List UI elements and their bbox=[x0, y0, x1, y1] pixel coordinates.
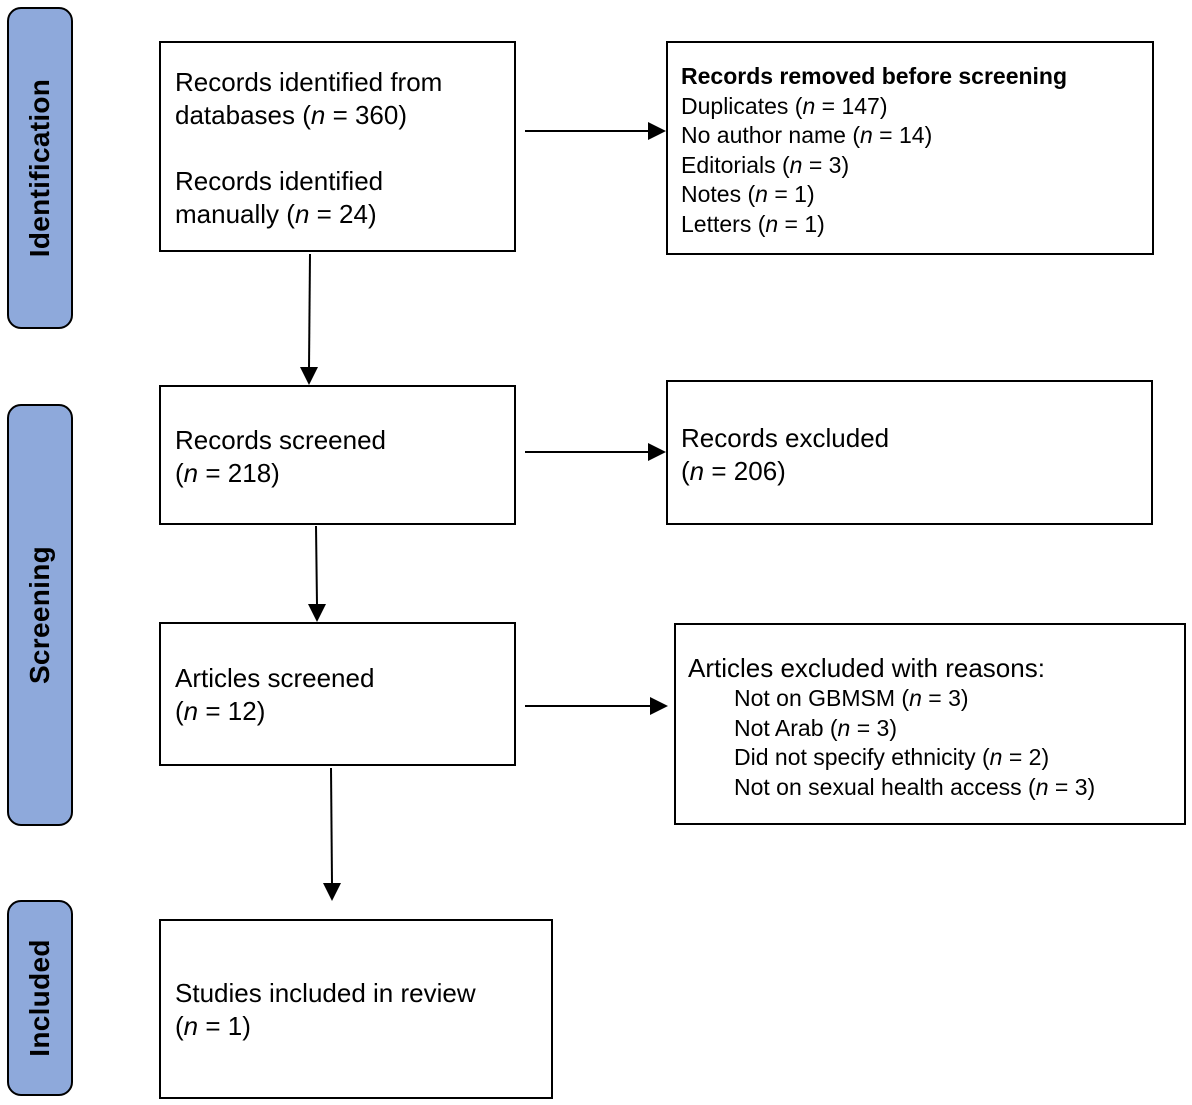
n-symbol: n bbox=[1035, 773, 1049, 800]
n-symbol: n bbox=[310, 100, 326, 130]
identified-box: Records identified from databases (n = 3… bbox=[159, 41, 516, 252]
excluded-text: Records excluded (n = 206) bbox=[681, 422, 889, 488]
screened-count: = 218) bbox=[198, 458, 280, 488]
arrowhead bbox=[650, 697, 668, 715]
articles-excluded-box: Articles excluded with reasons: Not on G… bbox=[674, 623, 1186, 825]
reason-count: = 2) bbox=[1002, 744, 1050, 770]
phase-identification-label: Identification bbox=[24, 78, 55, 258]
reason-item: Did not specify ethnicity ( bbox=[734, 744, 990, 770]
excluded-line-2-pre: ( bbox=[681, 456, 690, 486]
removed-item: Letters ( bbox=[681, 210, 766, 237]
reason-count: = 3) bbox=[1048, 773, 1096, 800]
identified-manual-text: Records identified manually (n = 24) bbox=[175, 165, 383, 231]
removed-title: Records removed before screening bbox=[681, 63, 1068, 89]
n-symbol: n bbox=[909, 685, 922, 711]
phase-screening: Screening bbox=[7, 404, 73, 826]
reason-item: Not on sexual health access ( bbox=[734, 773, 1036, 800]
reason-item: Not on GBMSM ( bbox=[734, 685, 910, 711]
removed-item: No author name ( bbox=[681, 122, 860, 148]
included-line-2-pre: ( bbox=[175, 1011, 184, 1041]
excluded-line-1: Records excluded bbox=[681, 423, 890, 453]
articles-count: = 12) bbox=[198, 696, 266, 726]
arrowhead bbox=[648, 122, 666, 140]
screened-line-2-pre: ( bbox=[175, 458, 184, 488]
articles-screened-text: Articles screened (n = 12) bbox=[175, 662, 374, 728]
identified-line-4-post: = 24) bbox=[309, 199, 377, 229]
n-symbol: n bbox=[802, 92, 816, 119]
arrowhead bbox=[323, 883, 341, 901]
reason-item: Not Arab ( bbox=[734, 714, 838, 741]
included-count: = 1) bbox=[198, 1011, 251, 1041]
phase-included: Included bbox=[7, 900, 73, 1096]
n-symbol: n bbox=[689, 456, 705, 486]
included-line-1: Studies included in review bbox=[175, 978, 476, 1008]
removed-item-count: = 3) bbox=[802, 151, 850, 178]
reason-count: = 3) bbox=[921, 685, 969, 711]
n-symbol: n bbox=[859, 122, 873, 148]
removed-item: Editorials ( bbox=[681, 151, 790, 178]
identified-line-2-post: = 360) bbox=[325, 100, 408, 130]
included-box: Studies included in review (n = 1) bbox=[159, 919, 553, 1099]
n-symbol: n bbox=[789, 151, 803, 178]
identified-line-1: Records identified from bbox=[175, 67, 443, 97]
phase-screening-label: Screening bbox=[24, 545, 55, 685]
n-symbol: n bbox=[294, 199, 310, 229]
removed-item: Duplicates ( bbox=[681, 92, 803, 119]
phase-included-label: Included bbox=[24, 939, 55, 1057]
n-symbol: n bbox=[765, 210, 779, 237]
arrowhead bbox=[308, 604, 326, 622]
removed-item: Notes ( bbox=[681, 181, 756, 207]
removed-item-count: = 147) bbox=[815, 92, 888, 119]
n-symbol: n bbox=[183, 696, 199, 726]
removed-box: Records removed before screening Duplica… bbox=[666, 41, 1154, 255]
phase-identification: Identification bbox=[7, 7, 73, 329]
articles-excluded-list: Not on GBMSM (n = 3) Not Arab (n = 3) Di… bbox=[734, 684, 1095, 802]
removed-item-count: = 1) bbox=[767, 181, 815, 207]
removed-item-count: = 1) bbox=[778, 210, 825, 237]
excluded-count: = 206) bbox=[704, 456, 786, 486]
removed-text: Records removed before screening Duplica… bbox=[681, 62, 1067, 239]
articles-excluded-title: Articles excluded with reasons: bbox=[688, 653, 1045, 683]
screened-line-1: Records screened bbox=[175, 425, 386, 455]
included-text: Studies included in review (n = 1) bbox=[175, 977, 476, 1043]
identified-line-2-pre: databases ( bbox=[175, 100, 311, 130]
articles-line-2-pre: ( bbox=[175, 696, 184, 726]
identified-line-4-pre: manually ( bbox=[175, 199, 295, 229]
arrowhead bbox=[648, 443, 666, 461]
reason-count: = 3) bbox=[850, 714, 898, 741]
arrow-identified-to-screened bbox=[308, 253, 311, 369]
arrowhead bbox=[300, 367, 318, 385]
removed-item-count: = 14) bbox=[872, 122, 933, 148]
n-symbol: n bbox=[755, 181, 768, 207]
arrow-articles-to-included bbox=[330, 767, 333, 885]
n-symbol: n bbox=[183, 458, 199, 488]
n-symbol: n bbox=[837, 714, 851, 741]
screened-box: Records screened (n = 218) bbox=[159, 385, 516, 525]
articles-line-1: Articles screened bbox=[175, 663, 375, 693]
identified-databases-text: Records identified from databases (n = 3… bbox=[175, 66, 442, 132]
n-symbol: n bbox=[183, 1011, 199, 1041]
n-symbol: n bbox=[989, 744, 1003, 770]
arrow-screened-to-articles bbox=[315, 525, 318, 606]
excluded-box: Records excluded (n = 206) bbox=[666, 380, 1153, 525]
articles-screened-box: Articles screened (n = 12) bbox=[159, 622, 516, 766]
screened-text: Records screened (n = 218) bbox=[175, 424, 386, 490]
identified-line-3: Records identified bbox=[175, 166, 384, 196]
